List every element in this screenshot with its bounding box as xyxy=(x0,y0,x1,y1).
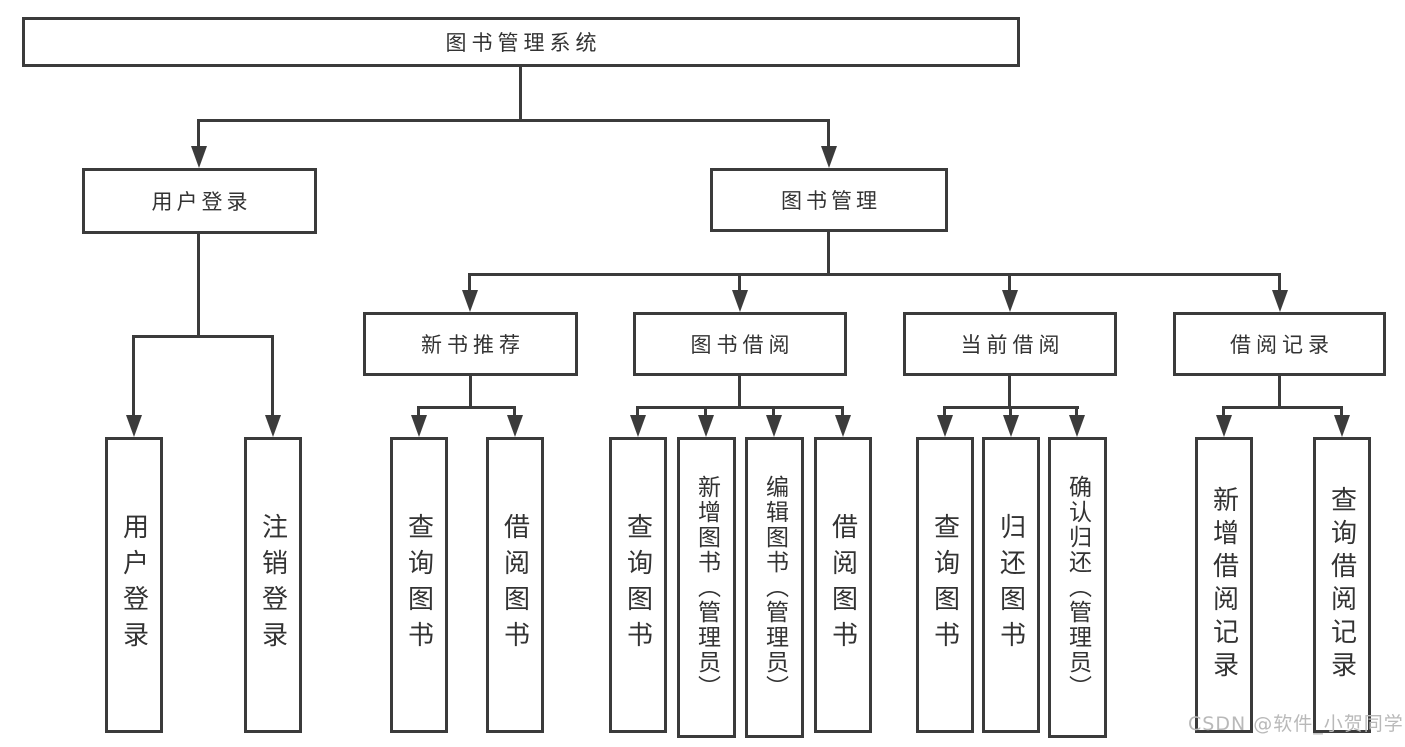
arrow-down-icon xyxy=(125,335,142,437)
leaf-borrow-query-books: 查询图书 xyxy=(609,437,667,733)
leaf-current-return-books: 归还图书 xyxy=(982,437,1040,733)
connector-user-login-hline xyxy=(132,335,273,338)
arrow-down-icon xyxy=(1002,406,1019,437)
node-borrowing-records: 借阅记录 xyxy=(1173,312,1386,376)
leaf-records-add-record: 新增借阅记录 xyxy=(1195,437,1253,733)
leaf-newbooks-borrow-books: 借阅图书 xyxy=(486,437,544,733)
leaf-borrow-borrow-books: 借阅图书 xyxy=(814,437,872,733)
connector-user-login-vline xyxy=(197,234,200,335)
node-user-login: 用户登录 xyxy=(82,168,317,234)
arrow-down-icon xyxy=(506,406,523,437)
arrow-down-icon xyxy=(264,335,281,437)
arrow-down-icon xyxy=(936,406,953,437)
arrow-down-icon xyxy=(731,273,748,312)
node-book-borrowing: 图书借阅 xyxy=(633,312,847,376)
connector-borrowing-hline xyxy=(636,406,844,409)
leaf-logout: 注销登录 xyxy=(244,437,302,733)
connector-root-hline xyxy=(197,119,830,122)
leaf-current-query-books: 查询图书 xyxy=(916,437,974,733)
arrow-down-icon xyxy=(1215,406,1232,437)
leaf-current-confirm-return-admin: 确认归还（管理员） xyxy=(1048,437,1107,738)
arrow-down-icon xyxy=(410,406,427,437)
connector-current-vline xyxy=(1008,376,1011,406)
arrow-down-icon xyxy=(1068,406,1085,437)
connector-level3-hline xyxy=(468,273,1280,276)
connector-newbooks-vline xyxy=(469,376,472,406)
arrow-down-icon xyxy=(1271,273,1288,312)
node-new-book-recommendation: 新书推荐 xyxy=(363,312,578,376)
csdn-watermark: CSDN @软件_小贺同学 xyxy=(1188,713,1404,735)
arrow-down-icon xyxy=(765,406,782,437)
connector-root-vline xyxy=(519,67,522,119)
arrow-down-icon xyxy=(697,406,714,437)
arrow-down-icon xyxy=(1001,273,1018,312)
connector-records-vline xyxy=(1278,376,1281,406)
leaf-records-query-record: 查询借阅记录 xyxy=(1313,437,1371,733)
connector-book-management-vline xyxy=(827,232,830,273)
node-current-borrowing: 当前借阅 xyxy=(903,312,1117,376)
connector-borrowing-vline xyxy=(738,376,741,406)
leaf-borrow-add-books-admin: 新增图书（管理员） xyxy=(677,437,736,738)
leaf-newbooks-query-books: 查询图书 xyxy=(390,437,448,733)
arrow-down-icon xyxy=(461,273,478,312)
leaf-user-login: 用户登录 xyxy=(105,437,163,733)
node-root: 图书管理系统 xyxy=(22,17,1020,67)
node-book-management: 图书管理 xyxy=(710,168,948,232)
arrow-down-icon xyxy=(1333,406,1350,437)
leaf-borrow-edit-books-admin: 编辑图书（管理员） xyxy=(745,437,804,738)
arrow-down-icon xyxy=(820,119,837,168)
arrow-down-icon xyxy=(190,119,207,168)
arrow-down-icon xyxy=(629,406,646,437)
arrow-down-icon xyxy=(834,406,851,437)
connector-records-hline xyxy=(1222,406,1342,409)
connector-newbooks-hline xyxy=(417,406,516,409)
